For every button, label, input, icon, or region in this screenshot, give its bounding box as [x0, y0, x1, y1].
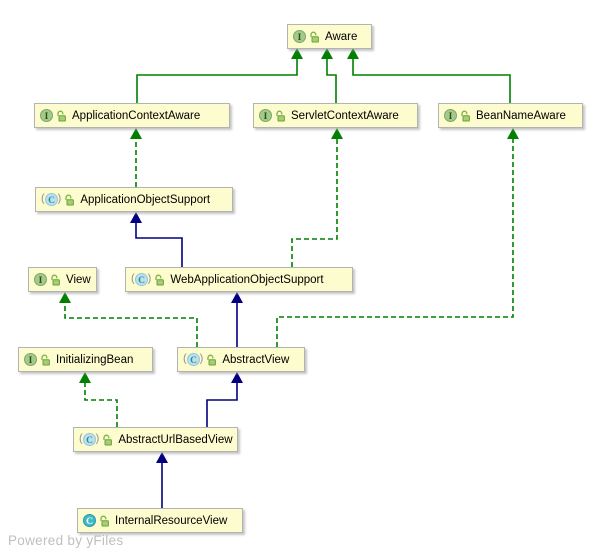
svg-text:I: I — [264, 112, 268, 122]
unlocked-padlock-icon — [99, 515, 110, 527]
arrowhead — [130, 128, 142, 139]
node-initializingbean[interactable]: I InitializingBean — [18, 347, 153, 372]
unlocked-padlock-icon — [275, 110, 286, 122]
node-internalresourceview[interactable]: C InternalResourceView — [77, 508, 243, 533]
edge-abstractview-implements-view — [64, 303, 198, 347]
node-label: View — [66, 273, 91, 286]
arrowhead — [130, 212, 142, 223]
unlocked-padlock-icon — [206, 354, 217, 366]
svg-text:I: I — [29, 356, 33, 366]
node-abstractview[interactable]: (C) AbstractView — [177, 347, 305, 372]
svg-text:C: C — [190, 356, 197, 366]
svg-text:I: I — [449, 112, 453, 122]
interface-icon: I — [293, 30, 306, 43]
node-abstracturlbasedview[interactable]: (C) AbstractUrlBasedView — [73, 427, 238, 452]
node-label: InternalResourceView — [115, 514, 228, 527]
abstract-class-icon: (C) — [183, 352, 204, 366]
arrowhead — [347, 48, 359, 59]
svg-text:C: C — [86, 436, 93, 446]
node-label: WebApplicationObjectSupport — [170, 273, 324, 286]
node-webapplicationobjectsupport[interactable]: (C) WebApplicationObjectSupport — [125, 267, 353, 292]
node-applicationobjectsupport[interactable]: (C) ApplicationObjectSupport — [35, 187, 233, 212]
unlocked-padlock-icon — [56, 110, 67, 122]
edge-abstracturlbasedview-implements-initializingbean — [84, 383, 118, 427]
node-label: ApplicationContextAware — [72, 109, 201, 122]
node-label: AbstractUrlBasedView — [118, 433, 233, 446]
unlocked-padlock-icon — [154, 274, 165, 286]
svg-text:C: C — [48, 196, 55, 206]
edge-webapplicationobjectsupport-extends-applicationobjectsupport — [135, 223, 183, 267]
edge-applicationcontextaware-extends-aware — [136, 59, 298, 103]
svg-text:I: I — [39, 276, 43, 286]
node-view[interactable]: I View — [28, 267, 97, 292]
svg-text:C: C — [86, 517, 93, 527]
svg-text:I: I — [45, 112, 49, 122]
arrowhead — [507, 128, 519, 139]
arrowhead — [291, 48, 303, 59]
arrowhead — [331, 128, 343, 139]
class-icon: C — [83, 514, 96, 527]
abstract-class-icon: (C) — [131, 272, 152, 286]
abstract-class-icon: (C) — [79, 432, 100, 446]
unlocked-padlock-icon — [40, 354, 51, 366]
node-aware[interactable]: I Aware — [287, 24, 372, 49]
unlocked-padlock-icon — [64, 194, 75, 206]
interface-icon: I — [40, 109, 53, 122]
node-label: Aware — [325, 30, 358, 43]
node-servletcontextaware[interactable]: I ServletContextAware — [253, 103, 418, 128]
node-beannameaware[interactable]: I BeanNameAware — [438, 103, 583, 128]
node-label: AbstractView — [222, 353, 290, 366]
arrowhead — [59, 292, 71, 303]
node-applicationcontextaware[interactable]: I ApplicationContextAware — [34, 103, 230, 128]
edge-abstractview-implements-beannameaware — [276, 139, 514, 347]
edge-webapplicationobjectsupport-implements-servletcontextaware — [291, 139, 338, 267]
unlocked-padlock-icon — [50, 274, 61, 286]
unlocked-padlock-icon — [309, 31, 320, 43]
unlocked-padlock-icon — [460, 110, 471, 122]
node-label: BeanNameAware — [476, 109, 566, 122]
unlocked-padlock-icon — [102, 434, 113, 446]
arrowhead — [231, 292, 243, 303]
edge-abstracturlbasedview-extends-abstractview — [206, 383, 238, 427]
interface-icon: I — [259, 109, 272, 122]
yfiles-watermark: Powered by yFiles — [8, 533, 124, 548]
interface-icon: I — [34, 273, 47, 286]
node-label: ServletContextAware — [291, 109, 399, 122]
interface-icon: I — [24, 353, 37, 366]
arrowhead — [321, 48, 333, 59]
edge-servletcontextaware-extends-aware — [326, 59, 337, 103]
node-label: ApplicationObjectSupport — [80, 193, 211, 206]
arrowhead — [79, 372, 91, 383]
arrowhead — [156, 452, 168, 463]
abstract-class-icon: (C) — [41, 192, 62, 206]
arrowhead — [231, 372, 243, 383]
svg-text:I: I — [298, 33, 302, 43]
edge-beannameaware-extends-aware — [352, 59, 511, 103]
node-label: InitializingBean — [56, 353, 134, 366]
interface-icon: I — [444, 109, 457, 122]
svg-text:C: C — [138, 276, 145, 286]
